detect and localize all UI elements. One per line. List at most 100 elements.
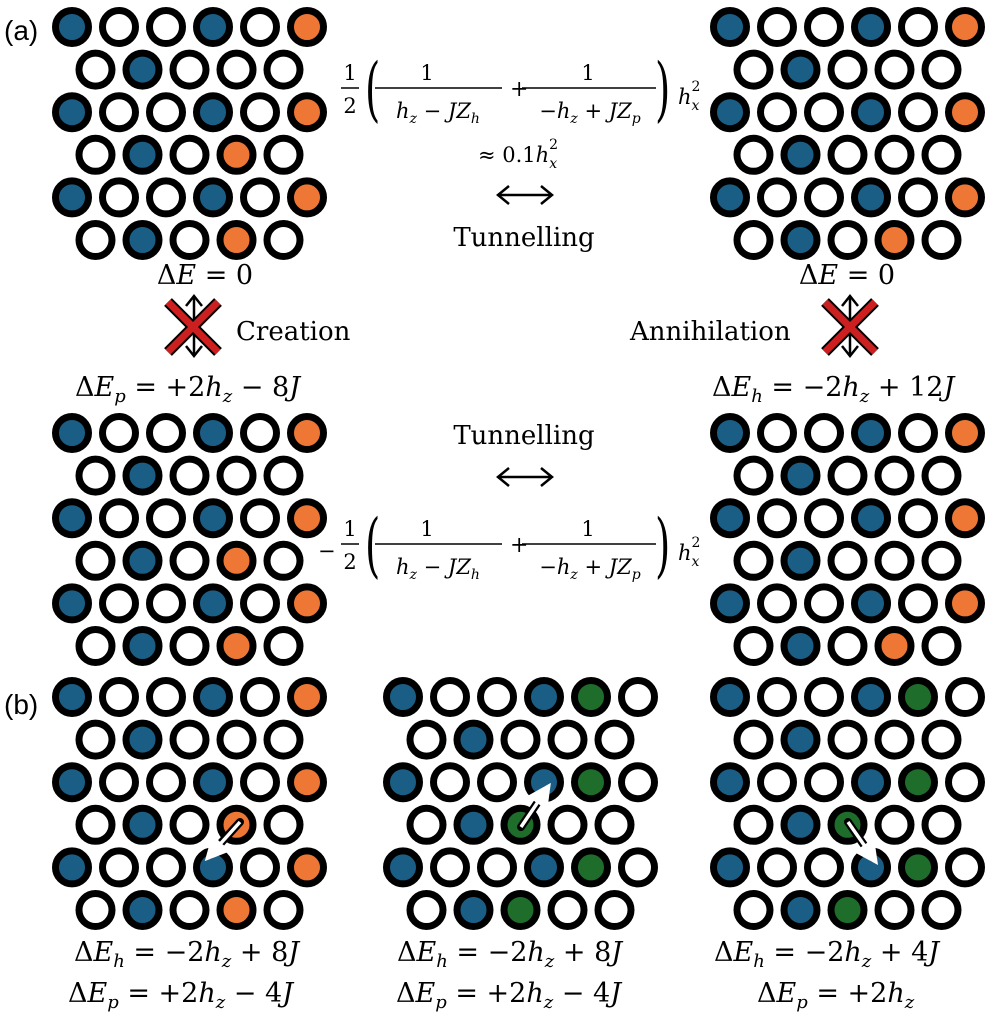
site-empty — [169, 49, 210, 90]
site-orange — [287, 177, 327, 218]
site-empty — [99, 762, 139, 803]
site-empty — [75, 455, 116, 496]
formula-top-term1-num: 1 — [420, 61, 433, 85]
site-blue — [453, 719, 494, 760]
site-empty — [757, 7, 797, 47]
site-empty — [898, 177, 938, 218]
site-blue — [453, 890, 494, 930]
site-blue — [122, 719, 163, 760]
site-empty — [804, 583, 844, 624]
site-empty — [757, 762, 797, 803]
b-middle-energy-h: ΔEh = −2hz + 8J — [397, 937, 624, 972]
site-empty — [99, 498, 139, 539]
site-blue — [193, 583, 233, 624]
site-blue — [52, 413, 92, 453]
site-empty — [146, 762, 186, 803]
site-empty — [921, 220, 962, 260]
site-blue — [851, 677, 891, 717]
site-empty — [477, 762, 517, 803]
site-empty — [921, 719, 962, 760]
site-empty — [406, 804, 447, 845]
formula-top-term2-num: 1 — [581, 61, 594, 85]
site-empty — [146, 847, 186, 888]
lattice-a-bottom-right — [710, 413, 985, 666]
site-orange — [216, 626, 257, 666]
site-empty — [216, 719, 257, 760]
site-empty — [263, 49, 304, 90]
svg-text:+: + — [510, 533, 528, 558]
site-blue — [710, 847, 750, 888]
lattice-a-top-right — [710, 7, 985, 260]
site-empty — [75, 134, 116, 175]
svg-text:hx2: hx2 — [678, 535, 700, 570]
site-empty — [733, 890, 774, 930]
tunnelling-label-bottom: Tunnelling — [453, 421, 594, 451]
site-empty — [169, 134, 210, 175]
site-empty — [945, 677, 985, 717]
formula-top-plus: + — [510, 77, 528, 102]
site-empty — [827, 455, 868, 496]
site-orange — [287, 583, 327, 624]
site-empty — [263, 220, 304, 260]
tunnelling-label-top: Tunnelling — [453, 223, 594, 253]
site-empty — [477, 677, 517, 717]
site-orange — [945, 583, 985, 624]
site-blue — [52, 677, 92, 717]
formula-top-term2-den: −hz + JZp — [539, 99, 641, 127]
site-empty — [75, 540, 116, 581]
site-blue — [710, 677, 750, 717]
site-empty — [169, 540, 210, 581]
annihilation-energy: ΔEh = −2hz + 12J — [712, 372, 956, 407]
hop-arrow-b-middle — [519, 782, 551, 828]
site-orange — [287, 847, 327, 888]
svg-text:2: 2 — [343, 94, 356, 118]
site-empty — [874, 890, 915, 930]
site-empty — [874, 804, 915, 845]
svg-text:2: 2 — [343, 550, 356, 574]
creation-energy: ΔEp = +2hz − 8J — [75, 372, 302, 407]
site-empty — [430, 677, 470, 717]
site-empty — [898, 413, 938, 453]
lattice-b-left — [52, 677, 327, 930]
double-arrow-bottom — [496, 467, 554, 487]
site-empty — [240, 7, 280, 47]
site-empty — [169, 626, 210, 666]
site-orange — [216, 540, 257, 581]
site-orange — [287, 7, 327, 47]
site-empty — [898, 7, 938, 47]
site-blue — [52, 847, 92, 888]
site-empty — [263, 134, 304, 175]
tunnelling-formula-top: 1 2 ( 1 hz − JZh + 1 −hz + JZp ) hx2 ≈ 0… — [341, 49, 700, 172]
site-blue — [851, 413, 891, 453]
site-empty — [594, 719, 635, 760]
site-blue — [52, 92, 92, 133]
site-empty — [169, 804, 210, 845]
site-empty — [921, 49, 962, 90]
site-empty — [406, 890, 447, 930]
site-empty — [757, 583, 797, 624]
site-empty — [99, 847, 139, 888]
site-empty — [99, 177, 139, 218]
site-empty — [240, 177, 280, 218]
site-blue — [710, 413, 750, 453]
site-empty — [945, 762, 985, 803]
b-right-energy-p: ΔEp = +2hz — [757, 978, 915, 1013]
site-empty — [99, 413, 139, 453]
b-left-energy-p: ΔEp = +2hz − 4J — [68, 978, 295, 1013]
site-empty — [75, 220, 116, 260]
site-empty — [146, 498, 186, 539]
site-empty — [594, 804, 635, 845]
site-empty — [804, 762, 844, 803]
site-empty — [263, 804, 304, 845]
site-empty — [99, 7, 139, 47]
site-green — [898, 762, 938, 803]
site-blue — [383, 677, 423, 717]
creation-forbidden-cross — [164, 293, 222, 359]
site-green — [898, 847, 938, 888]
site-empty — [804, 177, 844, 218]
site-green — [571, 847, 611, 888]
site-empty — [99, 677, 139, 717]
site-empty — [757, 92, 797, 133]
site-empty — [827, 49, 868, 90]
site-blue — [193, 7, 233, 47]
